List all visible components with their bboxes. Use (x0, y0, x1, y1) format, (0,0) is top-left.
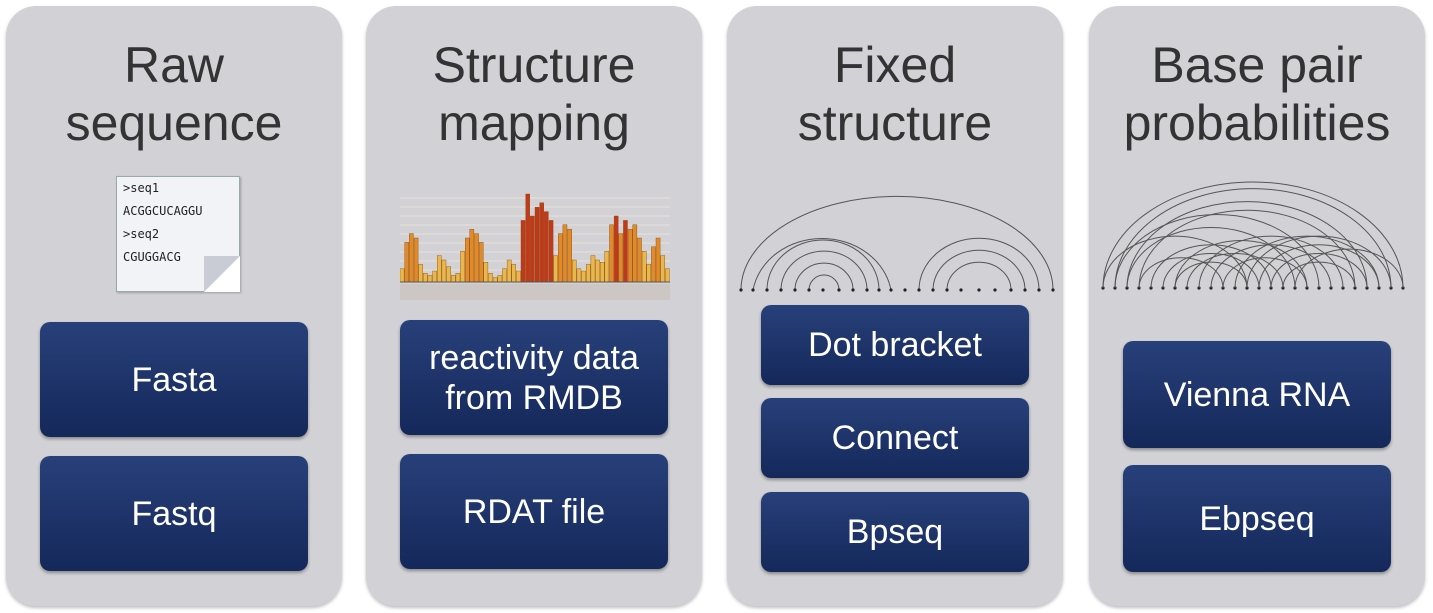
reactivity-bar (511, 264, 516, 283)
page-fold-icon (204, 256, 240, 292)
reactivity-chart-icon (400, 193, 670, 300)
reactivity-bar (627, 229, 633, 283)
ebpseq-button[interactable]: Ebpseq (1123, 465, 1391, 572)
reactivity-bar (427, 275, 433, 283)
reactivity-bar (660, 255, 666, 283)
reactivity-bar (553, 255, 558, 283)
reactivity-bar (562, 224, 568, 283)
reactivity-bar (400, 268, 405, 283)
reactivity-bar (478, 242, 484, 283)
dot-bracket-button[interactable]: Dot bracket (761, 305, 1029, 385)
reactivity-bar (483, 261, 489, 283)
reactivity-bar (571, 259, 577, 283)
fasta-line: CGUGGACG (123, 250, 181, 264)
reactivity-bar (451, 275, 456, 283)
panel-structure-mapping: Structure mapping reactivity data from R… (366, 6, 702, 606)
reactivity-bar (464, 237, 470, 283)
reactivity-bar (409, 233, 414, 283)
reactivity-bar (599, 261, 605, 283)
panel-fixed-structure: Fixed structure Dot bracket Connect Bpse… (727, 6, 1063, 606)
reactivity-bar (665, 268, 670, 283)
reactivity-bar (520, 220, 526, 283)
reactivity-bar (595, 259, 600, 283)
fasta-button[interactable]: Fasta (40, 322, 308, 437)
reactivity-bar (590, 255, 596, 283)
reactivity-bar (460, 251, 465, 283)
bpseq-button[interactable]: Bpseq (761, 492, 1029, 572)
fasta-line: ACGGCUCAGGU (123, 204, 203, 218)
probability-arc-diagram-icon (1101, 181, 1405, 290)
reactivity-bar (585, 264, 591, 283)
panel-base-pair-probabilities: Base pair probabilities Vienna RNA Ebpse… (1089, 6, 1425, 606)
reactivity-bar (548, 220, 554, 283)
reactivity-bar (623, 220, 628, 283)
arc-diagram-icon (739, 195, 1055, 292)
connect-button[interactable]: Connect (761, 398, 1029, 478)
reactivity-bar (558, 233, 563, 283)
fasta-document-icon: >seq1 ACGGCUCAGGU >seq2 CGUGGACG (116, 176, 240, 292)
panel-title: Base pair probabilities (1123, 37, 1391, 151)
reactivity-bar (646, 264, 651, 283)
reactivity-bar (474, 233, 479, 283)
reactivity-bar (651, 246, 656, 283)
reactivity-bar (641, 251, 647, 283)
panel-title: Structure mapping (432, 37, 636, 151)
rdat-file-button[interactable]: RDAT file (400, 454, 668, 569)
reactivity-bar (516, 270, 521, 283)
fasta-line: >seq1 (123, 181, 160, 195)
reactivity-bar (488, 272, 493, 283)
reactivity-bar (604, 251, 610, 283)
fastq-button[interactable]: Fastq (40, 456, 308, 571)
reactivity-bar (637, 237, 642, 283)
reactivity-bar (441, 259, 447, 283)
reactivity-bar (525, 193, 530, 283)
reactivity-bar (418, 264, 423, 283)
reactivity-bar (576, 268, 582, 283)
reactivity-bar (506, 259, 512, 283)
fasta-line: >seq2 (123, 227, 160, 241)
panel-title: Raw sequence (65, 37, 283, 151)
reactivity-bar (404, 242, 409, 283)
reactivity-bar (618, 233, 624, 283)
reactivity-bar (413, 237, 419, 283)
reactivity-bar (432, 270, 437, 283)
reactivity-bar (469, 229, 475, 283)
reactivity-bar (613, 215, 619, 283)
reactivity-bar (446, 266, 451, 283)
reactivity-rmdb-button[interactable]: reactivity data from RMDB (400, 320, 668, 435)
reactivity-bar (437, 255, 442, 283)
reactivity-bar (655, 237, 661, 283)
reactivity-bar (567, 229, 572, 283)
reactivity-bar (497, 275, 503, 283)
reactivity-bar (502, 268, 507, 283)
reactivity-bar (492, 277, 498, 283)
reactivity-bar (423, 272, 428, 283)
vienna-rna-button[interactable]: Vienna RNA (1123, 341, 1391, 448)
panel-title: Fixed structure (797, 37, 993, 151)
reactivity-bar (544, 211, 549, 283)
reactivity-bar (455, 272, 461, 283)
panel-raw-sequence: Raw sequence >seq1 ACGGCUCAGGU >seq2 CGU… (6, 6, 342, 606)
reactivity-bar (539, 202, 544, 283)
reactivity-bar (530, 215, 535, 283)
reactivity-bar (632, 224, 638, 283)
reactivity-bar (534, 207, 540, 283)
reactivity-bar (581, 270, 586, 283)
reactivity-bar (609, 224, 614, 283)
